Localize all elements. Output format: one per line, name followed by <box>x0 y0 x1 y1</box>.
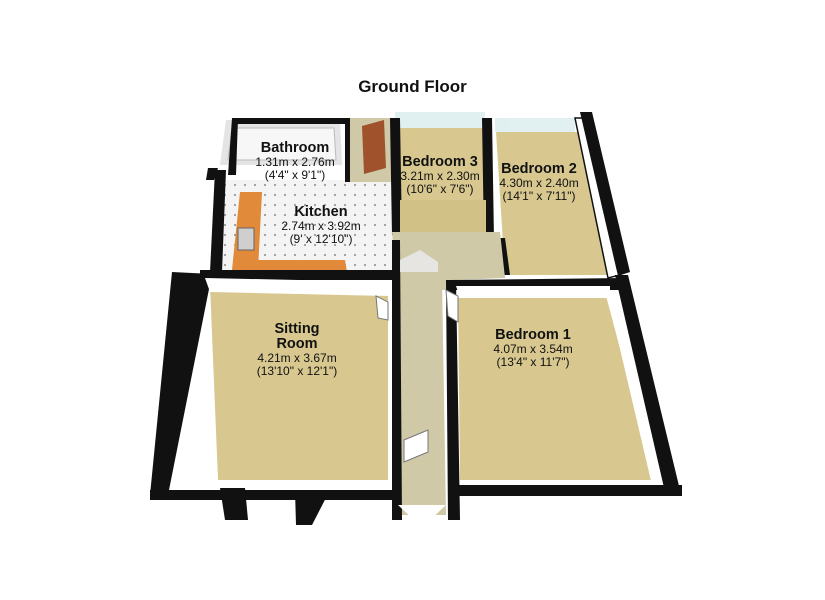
bathroom-metric: 1.31m x 2.76m <box>255 155 335 170</box>
bedroom-2-name: Bedroom 2 <box>501 161 577 177</box>
room-kitchen <box>206 168 395 272</box>
sitting-room-imperial: (13'10" x 12'1") <box>256 364 338 379</box>
front-door <box>362 120 386 174</box>
label-bedroom-3: Bedroom 3 3.21m x 2.30m (10'6" x 7'6") <box>390 154 490 196</box>
hall-top <box>345 118 395 182</box>
bedroom-3-imperial: (10'6" x 7'6") <box>406 181 474 196</box>
bedroom-2-metric: 4.30m x 2.40m <box>499 176 579 191</box>
corridor <box>392 232 505 520</box>
bedroom-2-imperial: (14'1" x 7'11") <box>502 188 576 203</box>
bathroom-name: Bathroom <box>260 140 330 156</box>
kitchen-counter-bottom <box>256 260 347 272</box>
bedroom-1-name: Bedroom 1 <box>495 327 571 343</box>
bedroom-3-name: Bedroom 3 <box>402 154 478 170</box>
room-bedroom-3 <box>390 118 494 240</box>
sitting-room-name-line2: Room <box>276 336 318 353</box>
bathroom-imperial: (4'4" x 9'1") <box>264 167 326 182</box>
floor-title: Ground Floor <box>358 77 467 96</box>
floor-shadows <box>395 112 575 132</box>
room-bathroom <box>220 118 345 175</box>
label-sitting-room: Sitting Room 4.21m x 3.67m (13'10" x 12'… <box>238 321 356 379</box>
bedroom-3-metric: 3.21m x 2.30m <box>400 169 480 184</box>
room-bedroom-1 <box>445 275 682 496</box>
room-sitting-room <box>150 270 395 525</box>
sitting-room-name-line1: Sitting <box>274 321 320 337</box>
label-bedroom-2: Bedroom 2 4.30m x 2.40m (14'1" x 7'11") <box>484 161 594 203</box>
kitchen-imperial: (9' x 12'10") <box>289 231 353 246</box>
sitting-room-metric: 4.21m x 3.67m <box>257 351 337 366</box>
bedroom-1-metric: 4.07m x 3.54m <box>493 342 573 357</box>
label-bathroom: Bathroom 1.31m x 2.76m (4'4" x 9'1") <box>240 140 350 182</box>
sink-icon <box>237 227 255 251</box>
label-kitchen: Kitchen 2.74m x 3.92m (9' x 12'10") <box>262 204 380 246</box>
kitchen-metric: 2.74m x 3.92m <box>281 219 361 234</box>
kitchen-name: Kitchen <box>294 204 348 220</box>
label-bedroom-1: Bedroom 1 4.07m x 3.54m (13'4" x 11'7") <box>478 327 588 369</box>
bedroom-1-imperial: (13'4" x 11'7") <box>496 354 570 369</box>
